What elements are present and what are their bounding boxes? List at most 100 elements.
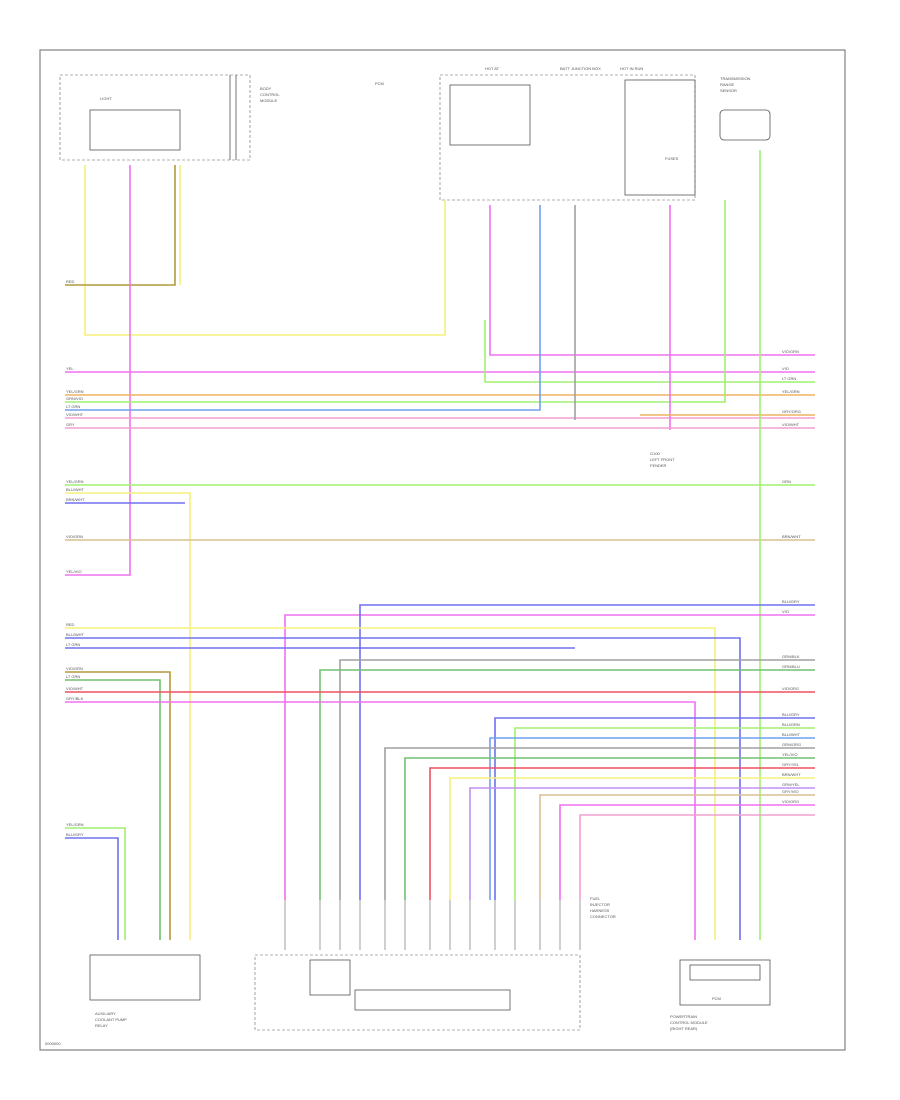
wire-fan-9: [559, 804, 815, 900]
left-wire-label: GRY/BLK: [66, 696, 84, 701]
range-sensor-line-2: RANGE: [720, 82, 735, 87]
right-wire-label: BLU/GRN: [782, 722, 800, 727]
right-wire-label: GRN/ORG: [782, 742, 801, 747]
wire-yellow-left: [65, 492, 191, 940]
left-wire-label: GRN/VIO: [66, 396, 83, 401]
left-wire-label: GRY: [66, 422, 75, 427]
wire-lt-grn-left: [65, 671, 171, 940]
wire-fan-1: [514, 727, 815, 900]
wire-yel-mid: [65, 627, 716, 940]
wire-vio-mid: [284, 614, 815, 900]
wire-lt-grn: [484, 320, 815, 383]
hot-at-label-2: HOT IN RUN: [620, 66, 643, 71]
wire-yellow-top: [84, 165, 446, 336]
pcm-note: PCM: [375, 81, 384, 86]
right-wire-label: YEL/GRN: [782, 389, 800, 394]
left-wire-label: LT GRN: [66, 642, 80, 647]
right-wire-label: VIO/ORG: [782, 686, 799, 691]
fuse-panel: LIGHT BODY CONTROL MODULE: [59, 74, 280, 161]
svg-text:(RIGHT REAR): (RIGHT REAR): [670, 1026, 698, 1031]
right-wire-label: BRN/WHT: [782, 772, 801, 777]
right-wire-label: VIO/ORG: [782, 799, 799, 804]
wire-vio-grn-left: [65, 679, 161, 940]
svg-text:CONTROL MODULE: CONTROL MODULE: [670, 1020, 708, 1025]
svg-text:RELAY: RELAY: [95, 1023, 108, 1028]
ignition-switch-title: LIGHT: [100, 96, 112, 101]
svg-text:AUXILIARY: AUXILIARY: [95, 1011, 116, 1016]
right-wire-label: YEL/VIO: [782, 752, 798, 757]
left-wire-label: RED: [66, 279, 75, 284]
left-wire-label: BLU/GRY: [66, 832, 84, 837]
wire-fan-5: [429, 767, 815, 900]
wire-group: [65, 150, 815, 950]
wire-blu-mid: [65, 637, 741, 940]
hot-at-label-1: HOT AT: [485, 66, 500, 71]
right-wire-label: GRN/BLK: [782, 654, 800, 659]
right-wire-label: BLU/GRY: [782, 599, 800, 604]
right-wire-label: GRY/ORG: [782, 409, 801, 414]
fuel-injector-harness: FUEL INJECTOR HARNESS CONNECTOR: [254, 896, 616, 1031]
wire-pink-mid: [65, 701, 696, 940]
range-sensor: TRANSMISSION RANGE SENSOR: [719, 76, 771, 141]
wire-grn-blk: [319, 669, 815, 900]
svg-text:COOLANT PUMP: COOLANT PUMP: [95, 1017, 127, 1022]
left-wire-label: YEL/GRN: [66, 822, 84, 827]
left-wire-label: BRN/WHT: [66, 497, 85, 502]
wire-fan-3: [384, 747, 815, 900]
junction-box-label: FUSES: [665, 156, 679, 161]
wire-olive-top: [65, 165, 176, 286]
wire-blue: [65, 205, 541, 411]
left-wire-label: LT GRN: [66, 674, 80, 679]
right-wire-label: GRN/YEL: [782, 782, 800, 787]
left-wire-label: LT GRN: [66, 404, 80, 409]
left-wire-labels: RED YEL YEL/GRN GRN/VIO LT GRN VIO/WHT GRY YEL/…: [66, 279, 85, 837]
right-wire-label: GRN/BLU: [782, 664, 800, 669]
wire-gray-mid: [339, 659, 815, 900]
wire-fan-8: [539, 794, 815, 900]
svg-text:POWERTRAIN: POWERTRAIN: [670, 1014, 697, 1019]
svg-text:INJECTOR: INJECTOR: [590, 902, 610, 907]
powertrain-control-module: PCM POWERTRAIN CONTROL MODULE (RIGHT REA…: [670, 959, 771, 1031]
range-sensor-line-1: TRANSMISSION: [720, 76, 751, 81]
right-wire-label: VIO: [782, 609, 789, 614]
svg-text:FUEL: FUEL: [590, 896, 601, 901]
wire-vio-grn: [489, 205, 815, 356]
left-wire-label: YEL: [66, 366, 74, 371]
left-wire-label: VIO/WHT: [66, 412, 84, 417]
right-wire-label: GRY/VIO: [782, 789, 799, 794]
battery-junction-box: BATT JUNCTION BOX FUSES HOT AT HOT IN RU…: [375, 66, 696, 201]
wire-fan-2: [489, 737, 815, 900]
footer-code: 0000000: [45, 1041, 61, 1046]
left-wire-label: VIO/WHT: [66, 686, 84, 691]
left-wire-label: YEL/GRN: [66, 479, 84, 484]
wire-blu-gry-low: [65, 837, 119, 940]
ground-label: G100 LEFT FRONT FENDER: [650, 451, 675, 468]
right-wire-label: VIO/WHT: [782, 422, 800, 427]
svg-text:LEFT FRONT: LEFT FRONT: [650, 457, 675, 462]
right-wire-label: VIO/GRN: [782, 349, 799, 354]
wire-yel-grn-low: [65, 827, 126, 940]
wire-fan-6: [449, 777, 815, 900]
left-wire-label: RED: [66, 622, 75, 627]
diagram-frame: [39, 49, 846, 1051]
svg-text:HARNESS: HARNESS: [590, 908, 610, 913]
right-wire-label: LT GRN: [782, 376, 796, 381]
right-wire-label: GRN: [782, 479, 791, 484]
wire-grn-vio: [65, 200, 726, 403]
right-wire-labels: VIO/GRN VIO LT GRN YEL/GRN GRY/ORG VIO/WHT GRN…: [782, 349, 801, 804]
right-wire-label: BRN/WHT: [782, 534, 801, 539]
wire-fan-4: [404, 757, 815, 900]
right-wire-label: BLU/WHT: [782, 732, 801, 737]
svg-text:CONNECTOR: CONNECTOR: [590, 914, 616, 919]
right-wire-label: VIO: [782, 366, 789, 371]
auxiliary-coolant-pump-relay: AUXILIARY COOLANT PUMP RELAY: [89, 954, 201, 1028]
svg-text:G100: G100: [650, 451, 661, 456]
fuse-box-note-3: MODULE: [260, 98, 277, 103]
left-wire-label: VIO/GRN: [66, 666, 83, 671]
left-wire-label: BLU/WHT: [66, 487, 85, 492]
svg-text:FENDER: FENDER: [650, 463, 667, 468]
left-wire-label: VIO/GRN: [66, 534, 83, 539]
fuse-box-note-1: BODY: [260, 86, 272, 91]
wire-blu-gry: [359, 604, 815, 900]
